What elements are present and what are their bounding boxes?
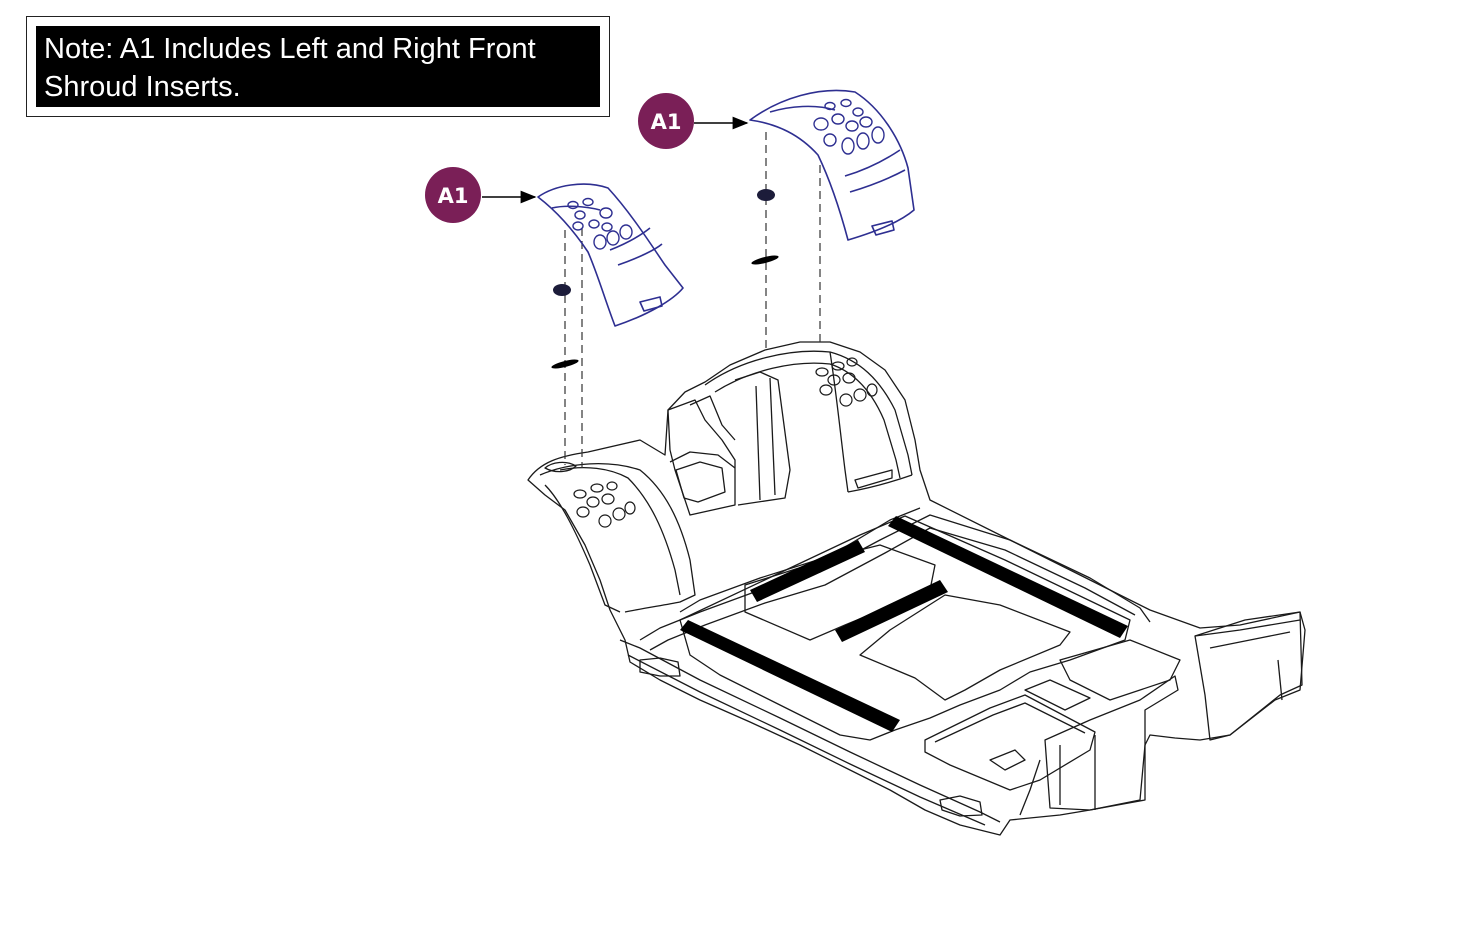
callout-a1-left: A1 [425,167,537,223]
callout-badge [425,167,481,223]
note-box: Note: A1 Includes Left and Right Front S… [26,16,610,117]
right-insert-vents [813,98,885,155]
callout-label: A1 [438,184,469,208]
note-line-1: Note: A1 Includes Left and Right Front [44,33,536,65]
base-right-fender-vents [815,357,878,407]
callout-a1-right: A1 [638,93,749,149]
base-left-fender-vents [573,481,636,528]
note-panel: Note: A1 Includes Left and Right Front S… [36,26,600,107]
left-insert-vents [567,197,633,250]
right-front-shroud-insert [749,89,915,241]
note-line-2: Shroud Inserts. [44,71,241,103]
fasteners [551,189,779,369]
base-shroud [527,341,1306,836]
tread-strips [680,516,1128,732]
left-front-shroud-insert [537,183,684,327]
callout-label: A1 [651,110,682,134]
callout-badge [638,93,694,149]
alignment-lines [564,132,821,468]
